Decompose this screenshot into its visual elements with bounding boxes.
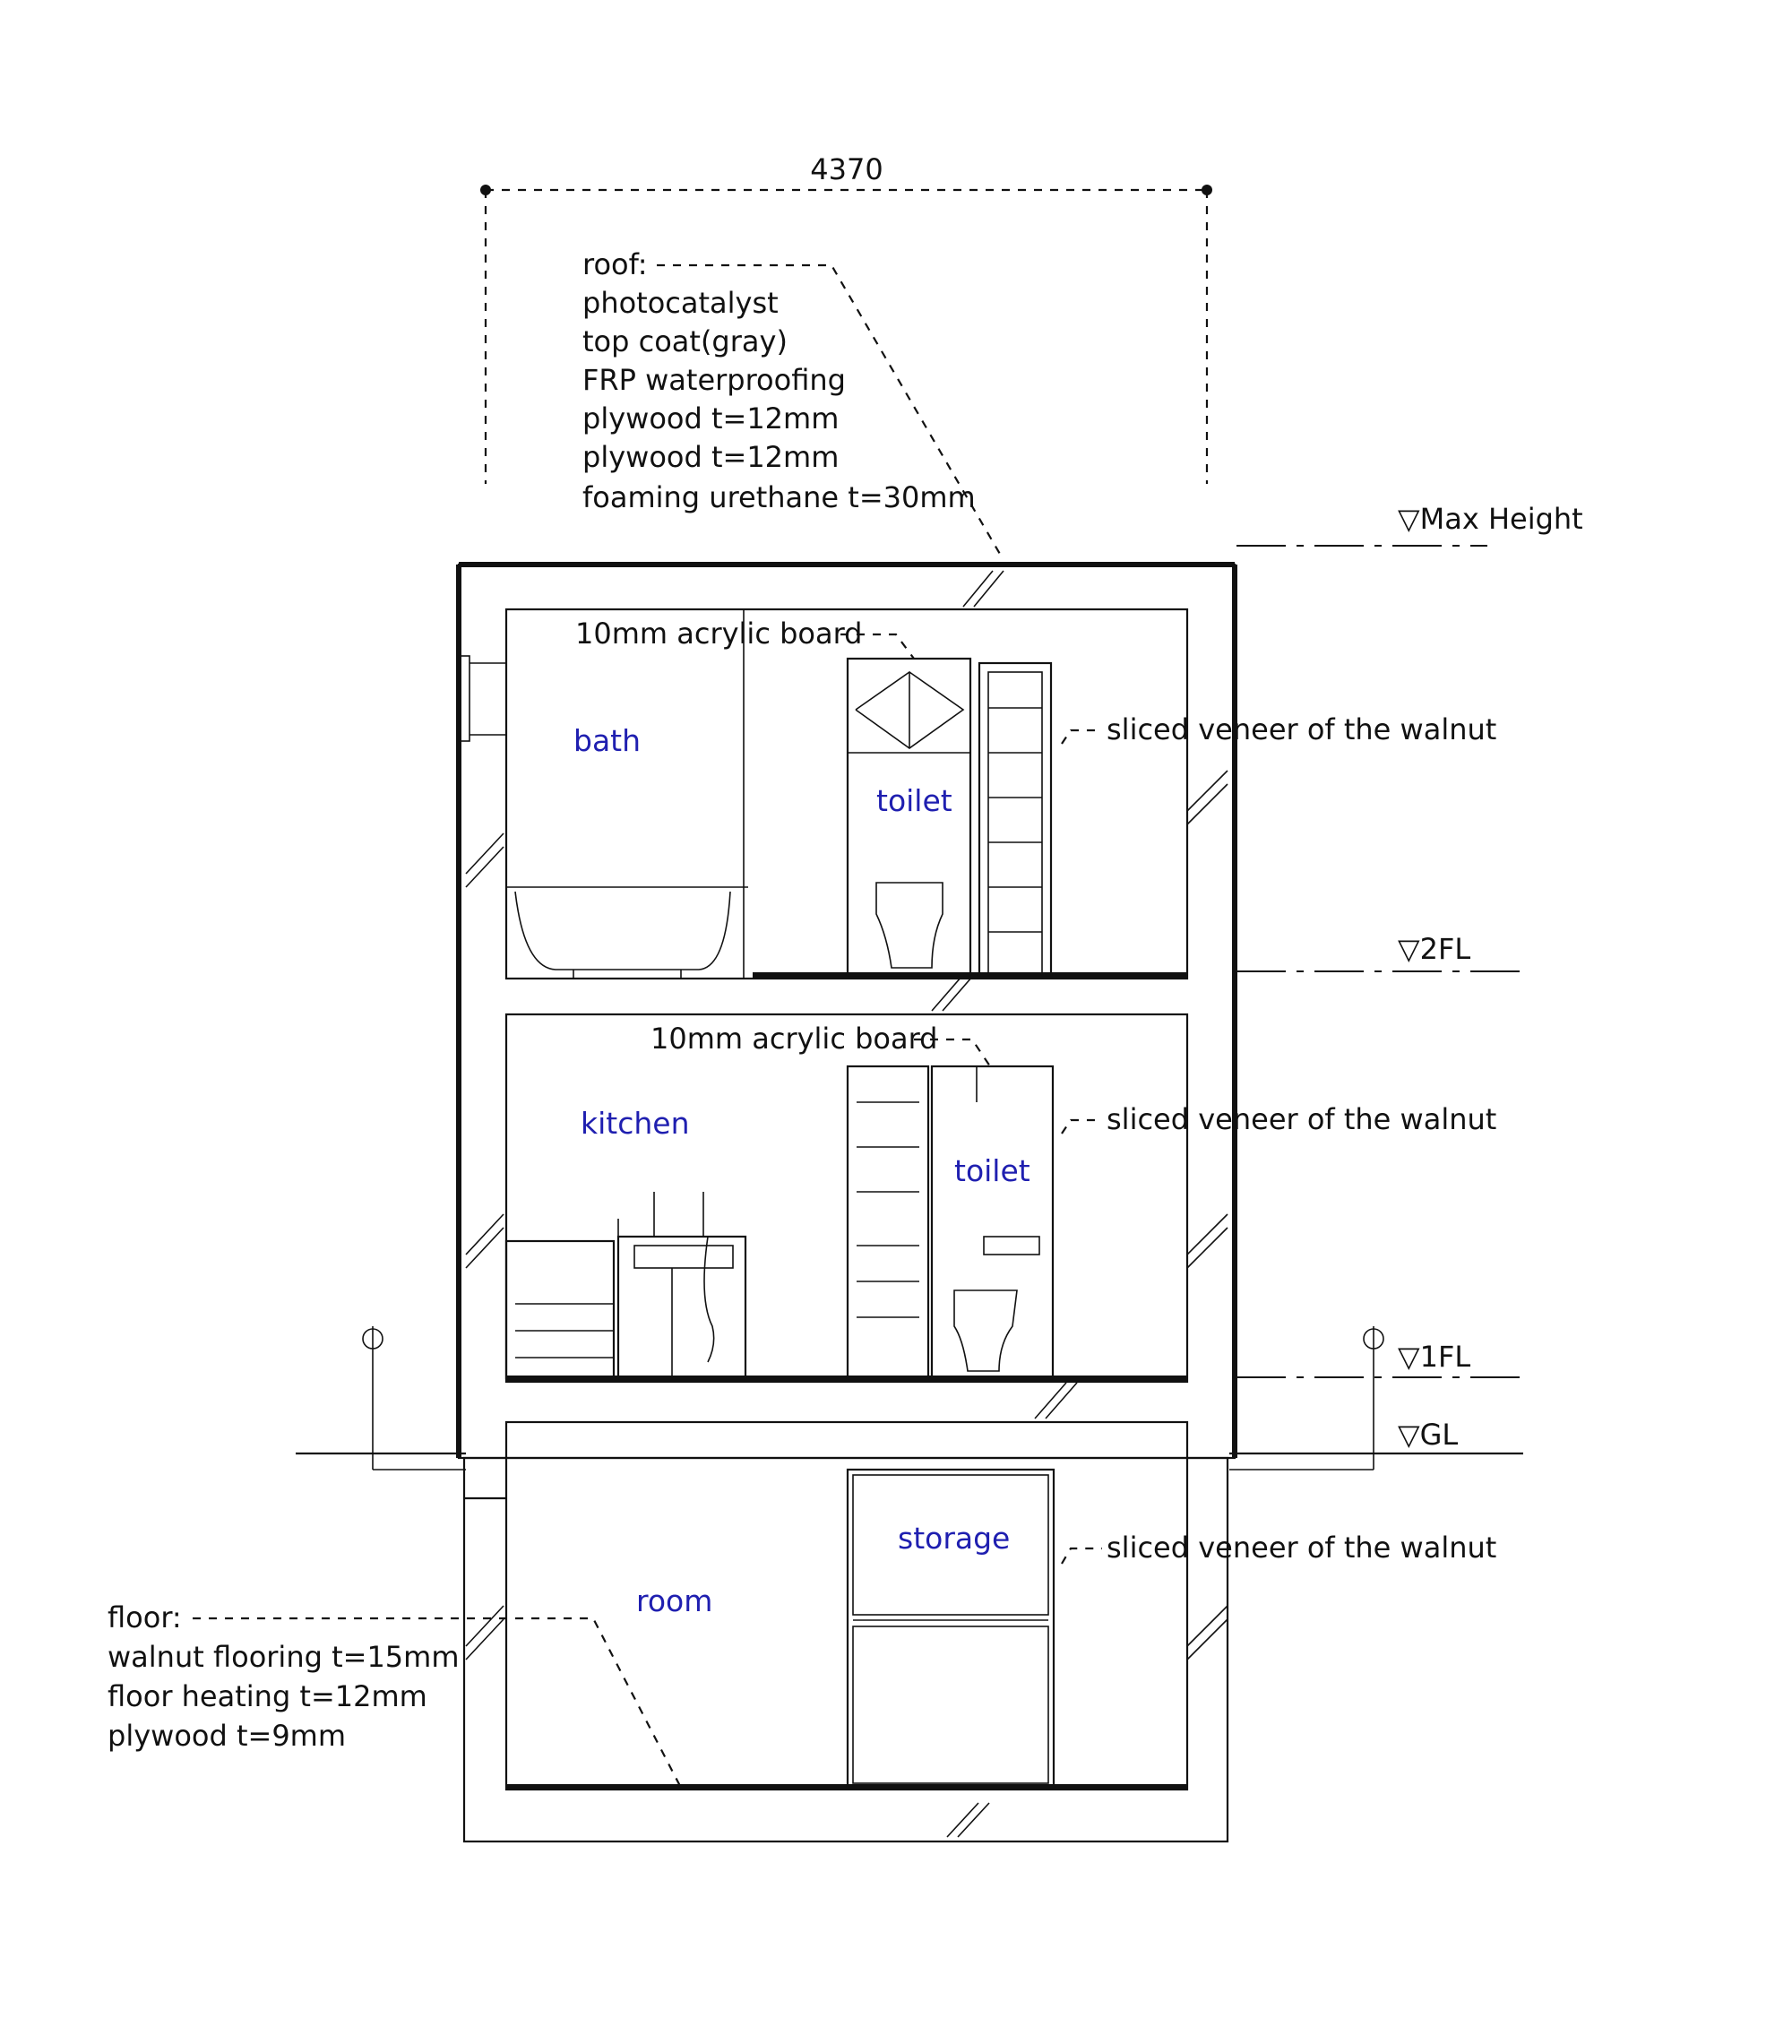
floor-2: bath toilet 10mm acrylic board sliced ve… (504, 608, 1496, 980)
roof-note-title: roof: (582, 247, 648, 281)
width-dimension: 4370 (480, 152, 1212, 484)
room-label-toilet-upper: toilet (876, 783, 952, 818)
toilet-bowl-lower (953, 1289, 1018, 1372)
sink-hose (703, 1236, 715, 1363)
level-gl: ▽GL (1398, 1418, 1458, 1452)
room-label-storage: storage (898, 1521, 1010, 1556)
kitchen-drawers (504, 1239, 616, 1380)
acrylic-board-note-lower: 10mm acrylic board (650, 1022, 937, 1056)
toilet-bowl (875, 882, 943, 969)
veneer-note-mid: sliced veneer of the walnut (1107, 1102, 1496, 1136)
room-label-room: room (636, 1583, 712, 1618)
shelving-unit (978, 661, 1053, 977)
room-label-bath: bath (573, 723, 641, 758)
level-2fl: ▽2FL (1398, 932, 1470, 966)
toilet-booth (930, 1065, 1055, 1380)
roof-layer: top coat(gray) (582, 324, 788, 358)
toilet-cabinet (846, 657, 972, 977)
level-markers: ▽Max Height ▽2FL ▽1FL ▽GL (296, 502, 1583, 1470)
floor-1: kitchen toilet 10mm acrylic board sliced… (504, 1013, 1496, 1384)
floor-note: floor: walnut flooring t=15mm floor heat… (108, 1600, 682, 1789)
floor-note-title: floor: (108, 1600, 182, 1634)
hand-basin (983, 1236, 1040, 1255)
roof-layer: photocatalyst (582, 286, 779, 320)
building-envelope (456, 562, 1237, 1843)
veneer-note-top: sliced veneer of the walnut (1107, 712, 1496, 746)
floor-layer: plywood t=9mm (108, 1719, 346, 1753)
basement: storage room sliced veneer of the walnut (504, 1420, 1496, 1791)
level-1fl: ▽1FL (1398, 1340, 1470, 1374)
roof-layer: FRP waterproofing (582, 363, 846, 397)
roof-layer: plywood t=12mm (582, 440, 839, 474)
level-max-height: ▽Max Height (1398, 502, 1583, 536)
veneer-note-low: sliced veneer of the walnut (1107, 1531, 1496, 1565)
room-label-kitchen: kitchen (581, 1106, 690, 1141)
storage-unit (846, 1468, 1055, 1789)
width-dimension-value: 4370 (810, 152, 883, 186)
sink-cabinet (616, 1235, 747, 1380)
roof-note: roof: photocatalyst top coat(gray) FRP w… (582, 247, 1004, 561)
floor-layer: walnut flooring t=15mm (108, 1640, 460, 1674)
roof-layer: plywood t=12mm (582, 401, 839, 436)
bathtub (506, 886, 748, 970)
floor-layer: floor heating t=12mm (108, 1679, 427, 1713)
acrylic-board-note-upper: 10mm acrylic board (575, 617, 862, 651)
room-label-toilet-lower: toilet (954, 1153, 1030, 1188)
tall-cabinet (846, 1065, 930, 1380)
roof-layer: foaming urethane t=30mm (582, 480, 976, 514)
